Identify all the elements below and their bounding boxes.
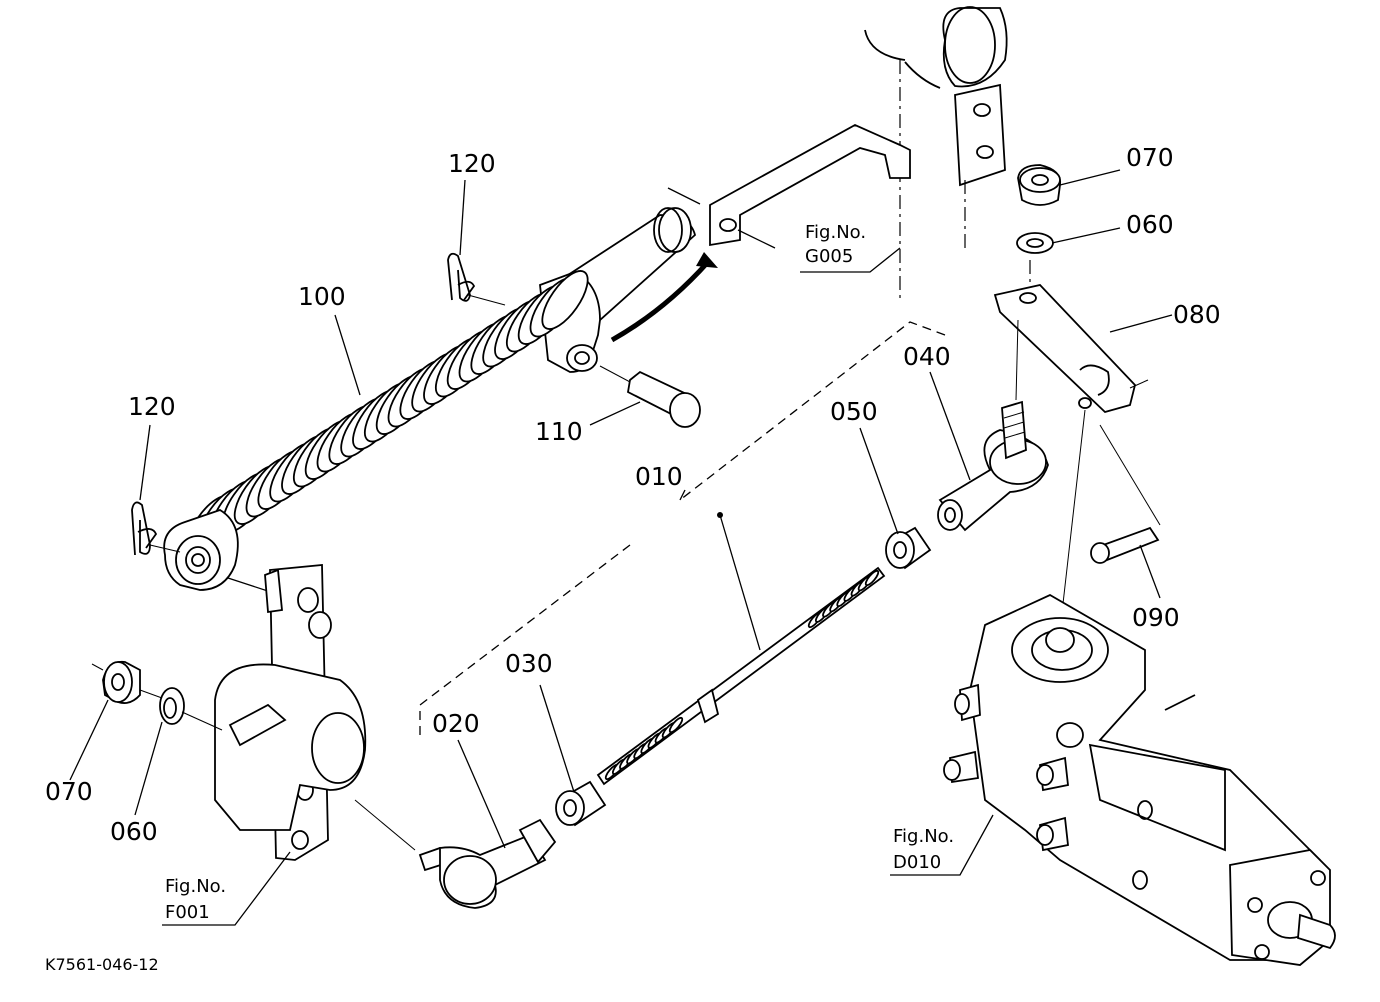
nut-030 — [555, 780, 607, 827]
ball-joint-020 — [418, 818, 557, 909]
part-label-040: 040 — [903, 342, 951, 371]
frame-bracket-top — [864, 6, 1008, 300]
part-label-010: 010 — [635, 462, 683, 491]
leader-060a — [134, 721, 163, 816]
part-label-060-right: 060 — [1126, 210, 1174, 239]
bent-link-bar — [667, 123, 911, 249]
cylinder-assembly-100 — [163, 207, 697, 596]
ball-joint-040 — [937, 400, 1049, 532]
leader-120b — [139, 424, 151, 501]
part-label-120-upper: 120 — [448, 149, 496, 178]
leader-010 — [679, 489, 686, 501]
leader-010-dot — [719, 514, 761, 651]
part-label-070-right: 070 — [1126, 143, 1174, 172]
leader-g005 — [800, 247, 901, 273]
leader-080 — [1109, 314, 1173, 333]
leader-f001 — [162, 851, 291, 926]
nut-050 — [885, 526, 932, 570]
part-label-120-lower: 120 — [128, 392, 176, 421]
washer-060-left — [159, 687, 185, 725]
leader-020 — [457, 739, 506, 849]
part-label-050: 050 — [830, 397, 878, 426]
leader-090 — [1139, 544, 1161, 599]
tie-rod-010 — [596, 566, 886, 786]
leader-070b — [1059, 169, 1121, 186]
part-label-110: 110 — [535, 417, 583, 446]
leader-070a — [69, 699, 109, 781]
fig-ref-f001-prefix: Fig.No. — [165, 876, 226, 897]
leader-030 — [539, 684, 575, 793]
fig-ref-d010-code: D010 — [893, 852, 941, 873]
leader-050 — [859, 427, 899, 535]
part-label-100: 100 — [298, 282, 346, 311]
steering-gearbox — [943, 593, 1336, 966]
fig-ref-d010-prefix: Fig.No. — [893, 826, 954, 847]
pitman-arm-080 — [993, 284, 1149, 414]
hair-pin-120-upper — [447, 252, 506, 306]
leader-d010 — [890, 814, 994, 876]
drawing-code: K7561-046-12 — [45, 955, 159, 974]
leader-110 — [589, 401, 641, 426]
part-label-070-left: 070 — [45, 777, 93, 806]
part-label-090: 090 — [1132, 603, 1180, 632]
motion-arrow — [610, 252, 718, 343]
fig-ref-g005-code: G005 — [805, 246, 853, 267]
part-label-080: 080 — [1173, 300, 1221, 329]
clevis-pin-110 — [599, 365, 701, 428]
leader-040 — [929, 371, 971, 481]
fig-ref-g005-prefix: Fig.No. — [805, 222, 866, 243]
fig-ref-f001-code: F001 — [165, 902, 210, 923]
part-label-030: 030 — [505, 649, 553, 678]
part-label-020: 020 — [432, 709, 480, 738]
nut-070-right — [1017, 164, 1062, 206]
leader-120a — [459, 179, 466, 256]
reference-dot — [717, 512, 723, 518]
nut-070-left — [102, 660, 141, 704]
frame-bracket-lower-left — [214, 564, 367, 861]
assembly-group-outline — [679, 321, 946, 501]
hair-pin-120-lower — [131, 501, 181, 556]
part-label-060-left: 060 — [110, 817, 158, 846]
leader-100 — [334, 314, 361, 396]
leader-060b — [1051, 227, 1121, 244]
bolt-090 — [1090, 526, 1160, 564]
washer-060-right — [1016, 232, 1054, 254]
